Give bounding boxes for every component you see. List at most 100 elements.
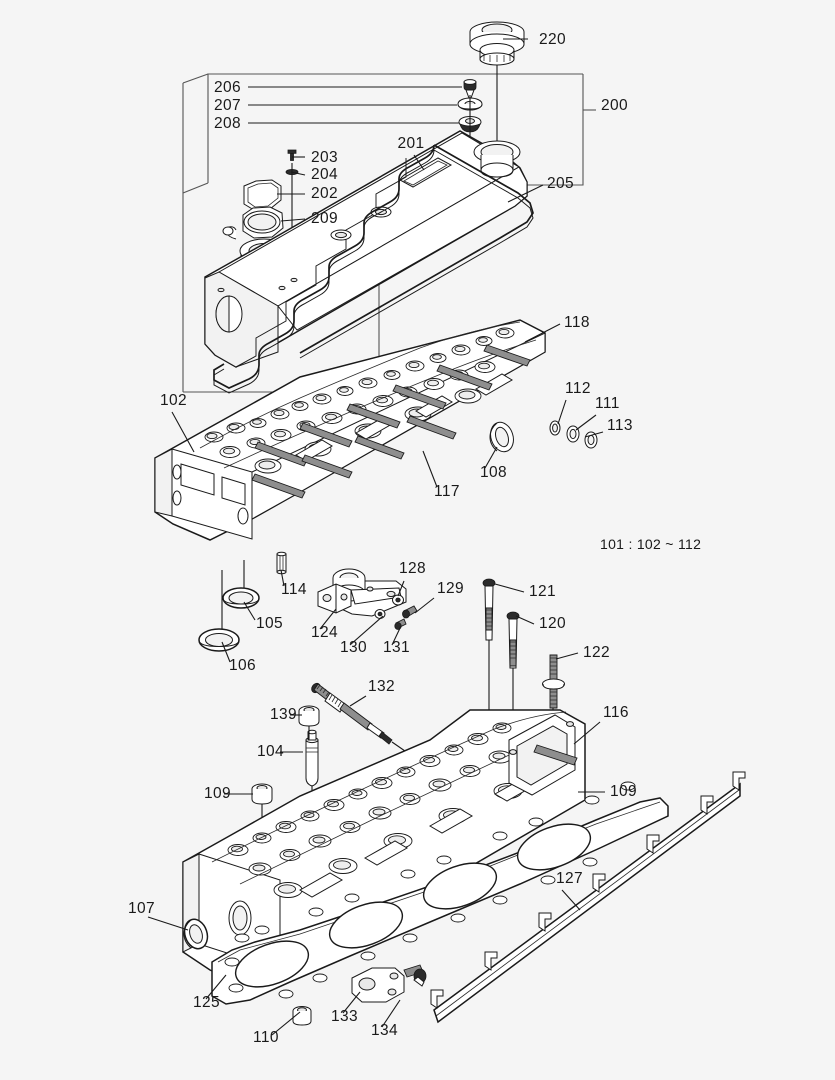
part-122-stud-bolt [542, 654, 565, 709]
callout-leader-122 [555, 652, 579, 660]
part-121-head-bolt [482, 578, 496, 641]
callout-leader-112 [557, 399, 567, 425]
callout-leader-113 [584, 431, 604, 438]
callout-label-122: 122 [583, 644, 610, 661]
part-112-ring [549, 420, 561, 436]
callout-leader-201 [413, 154, 425, 171]
callout-leader-121 [494, 583, 525, 593]
part-116-stud [533, 744, 578, 766]
callout-label-117: 117 [434, 483, 460, 500]
callout-label-113: 113 [607, 417, 633, 434]
callout-leader-110 [271, 1011, 301, 1036]
callout-label-111: 111 [595, 395, 620, 412]
callout-label-129: 129 [437, 580, 464, 597]
callout-leader-106 [221, 641, 231, 663]
part-209-gasket-ring [242, 206, 284, 239]
callout-leader-116 [573, 721, 601, 745]
callout-leader-120 [515, 615, 535, 625]
part-132-glow-plug [311, 682, 393, 745]
callout-label-206: 206 [214, 79, 241, 96]
callout-label-109: 109 [204, 785, 231, 802]
callout-leader-129 [414, 597, 435, 614]
part-120-head-bolt [506, 611, 520, 669]
callout-label-209: 209 [311, 210, 338, 227]
callout-label-104: 104 [257, 743, 284, 760]
callout-label-108: 108 [480, 464, 507, 481]
callout-label-133: 133 [331, 1008, 358, 1025]
callout-label-128: 128 [399, 560, 426, 577]
callout-label-220: 220 [539, 31, 566, 48]
part-127-rocker-rail [430, 771, 746, 1024]
part-104-nozzle-holder [305, 729, 319, 787]
callout-label-202: 202 [311, 185, 338, 202]
part-108-seal-ring [489, 421, 514, 453]
part-lower-cylinder-head [182, 709, 586, 989]
callout-label-207: 207 [214, 97, 241, 114]
note-label: 101 : 102 ~ 112 [600, 536, 701, 552]
callout-leader-127 [561, 889, 581, 911]
part-117-118-studs [251, 344, 531, 499]
callout-label-118: 118 [564, 314, 590, 331]
callout-label-124: 124 [311, 624, 338, 641]
callout-label-134: 134 [371, 1022, 398, 1039]
callout-label-208: 208 [214, 115, 241, 132]
callout-label-105: 105 [256, 615, 283, 632]
part-114-dowel-pin [276, 551, 287, 575]
callout-leader-204 [290, 171, 306, 176]
part-134-bolt [403, 964, 427, 987]
callout-label-127: 127 [556, 870, 583, 887]
callout-label-107: 107 [128, 900, 155, 917]
callout-leader-205 [507, 184, 544, 203]
part-202-cover-plate [243, 179, 282, 211]
part-125-head-gasket [211, 781, 669, 1005]
callout-label-106: 106 [229, 657, 256, 674]
part-139-cap [298, 705, 320, 727]
callout-label-139: 139 [270, 706, 297, 723]
callout-label-109b: 109 [610, 783, 637, 800]
callout-label-116: 116 [603, 704, 629, 721]
callout-leader-118 [524, 323, 561, 343]
callout-leader-124 [319, 608, 337, 630]
callout-leader-108 [484, 446, 498, 469]
callout-leader-107 [147, 916, 189, 931]
callout-label-132: 132 [368, 678, 395, 695]
callout-leader-117 [422, 450, 438, 488]
callout-label-121: 121 [529, 583, 556, 600]
callout-label-203: 203 [311, 149, 338, 166]
callout-leader-133 [342, 991, 361, 1014]
callout-leader-131 [391, 625, 402, 646]
callout-label-114: 114 [281, 581, 307, 598]
part-107-seal [183, 918, 209, 950]
callout-label-120: 120 [539, 615, 566, 632]
part-130-washer [374, 609, 386, 619]
callout-leader-132 [349, 695, 367, 707]
callout-label-131: 131 [383, 639, 410, 656]
callout-leader-209 [280, 218, 306, 222]
callout-label-110: 110 [253, 1029, 279, 1046]
callout-label-102: 102 [160, 392, 187, 409]
part-105-oring [222, 587, 260, 609]
callout-label-125: 125 [193, 994, 220, 1011]
callout-label-130: 130 [340, 639, 367, 656]
callout-leader-111 [575, 414, 597, 431]
callout-leader-134 [381, 999, 401, 1028]
group-label-200: 200 [601, 97, 628, 114]
part-106-oring [198, 628, 240, 652]
part-124-housing-bracket [317, 568, 407, 617]
part-109-cap-left [251, 783, 273, 805]
callout-label-204: 204 [311, 166, 338, 183]
part-133-bracket-plate [351, 967, 405, 1003]
part-220-oil-filler-cap [469, 21, 525, 66]
callout-leader-105 [243, 601, 256, 621]
callout-label-205: 205 [547, 175, 574, 192]
callout-leader-125 [205, 974, 227, 1000]
callout-leader-114 [280, 569, 285, 587]
callout-label-201: 201 [397, 135, 424, 152]
callout-leader-128 [397, 580, 405, 597]
part-111-ring [566, 425, 580, 443]
callout-leader-130 [349, 615, 384, 646]
callout-leader-102 [171, 411, 195, 453]
callout-layer: 2202062072082012052032042022091181121111… [128, 31, 637, 1046]
part-128-washer [392, 594, 404, 606]
